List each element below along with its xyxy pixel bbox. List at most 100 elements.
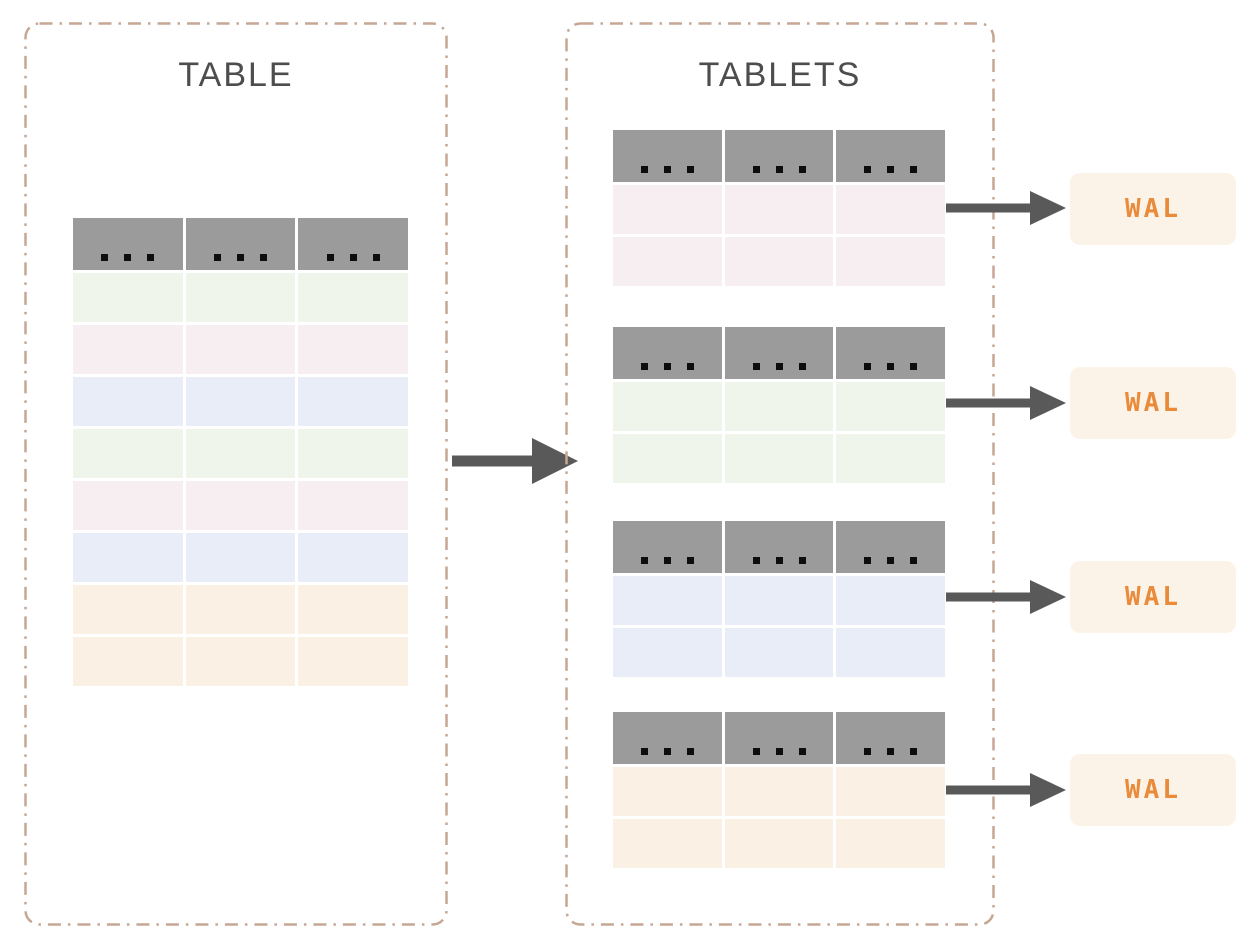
tablets-panel-title: TABLETS [698,56,862,94]
table-cell [836,382,946,431]
table-cell [724,576,834,625]
table-cell [298,481,409,530]
ellipsis-dot [910,748,918,755]
table-row [613,819,946,868]
table-header-cell [613,712,722,764]
ellipsis-dot [910,363,918,370]
ellipsis-dot [663,748,671,755]
ellipsis-dot [798,363,806,370]
table-header-cell [724,521,834,573]
source-table [73,218,409,686]
ellipsis-dot [752,363,760,370]
ellipsis-dot [864,166,872,173]
table-cell [298,533,409,582]
table-row [613,767,946,816]
ellipsis-dot [237,254,244,261]
table-header-cell [613,327,722,379]
ellipsis-dot [798,748,806,755]
table-header-row [73,218,409,270]
table-cell [298,273,409,322]
ellipsis-dot [686,557,694,564]
table-row [613,434,946,483]
table-cell [298,325,409,374]
table-header-row [613,521,946,573]
ellipsis-dot [910,557,918,564]
wal-box: WAL [1070,367,1236,439]
table-cell [724,819,834,868]
ellipsis-dot [372,254,380,261]
table-cell [73,585,183,634]
table-cell [724,628,834,677]
table-header-cell [724,712,834,764]
table-cell [298,377,409,426]
ellipsis-dot [887,166,895,173]
table-cell [613,382,722,431]
wal-box: WAL [1070,754,1236,826]
tablet-to-wal-arrow [946,186,1066,230]
table-header-cell [836,521,946,573]
ellipsis-dot [864,363,872,370]
ellipsis-dot [910,166,918,173]
table-row [613,382,946,431]
table-cell [724,767,834,816]
ellipsis-dot [887,748,895,755]
table-cell [185,273,296,322]
table-cell [185,377,296,426]
table-cell [73,325,183,374]
ellipsis-dot [864,748,872,755]
table-row [73,585,409,634]
table-row [613,185,946,234]
table-header-cell [613,130,722,182]
table-cell [185,637,296,686]
table-row [613,576,946,625]
table-cell [73,273,183,322]
ellipsis-dot [798,557,806,564]
table-header-cell [836,712,946,764]
tablet-table [613,521,946,677]
table-row [73,637,409,686]
ellipsis-dot [663,363,671,370]
table-cell [613,628,722,677]
ellipsis-dot [686,166,694,173]
tablet-table [613,712,946,868]
ellipsis-dot [147,254,155,261]
table-cell [836,434,946,483]
table-header-cell [836,327,946,379]
ellipsis-dot [686,363,694,370]
table-cell [724,237,834,286]
ellipsis-dot [124,254,132,261]
ellipsis-dot [640,557,648,564]
table-cell [836,767,946,816]
table-row [73,273,409,322]
table-header-row [613,327,946,379]
table-row [73,481,409,530]
wal-box: WAL [1070,561,1236,633]
table-cell [185,481,296,530]
table-cell [73,481,183,530]
ellipsis-dot [663,557,671,564]
table-cell [836,819,946,868]
table-cell [836,237,946,286]
table-row [613,628,946,677]
table-cell [185,533,296,582]
ellipsis-dot [349,254,357,261]
table-cell [73,533,183,582]
table-cell [613,434,722,483]
table-cell [185,429,296,478]
table-cell [185,585,296,634]
table-cell [724,185,834,234]
ellipsis-dot [775,363,783,370]
tablet-to-wal-arrow [946,768,1066,812]
dashed-border [565,22,995,926]
table-to-tablets-arrow [452,436,578,486]
table-row [73,325,409,374]
ellipsis-dot [326,254,334,261]
table-cell [613,576,722,625]
table-cell [185,325,296,374]
ellipsis-dot [864,557,872,564]
table-cell [724,434,834,483]
table-header-row [613,130,946,182]
table-cell [613,767,722,816]
table-header-cell [185,218,296,270]
table-cell [836,628,946,677]
